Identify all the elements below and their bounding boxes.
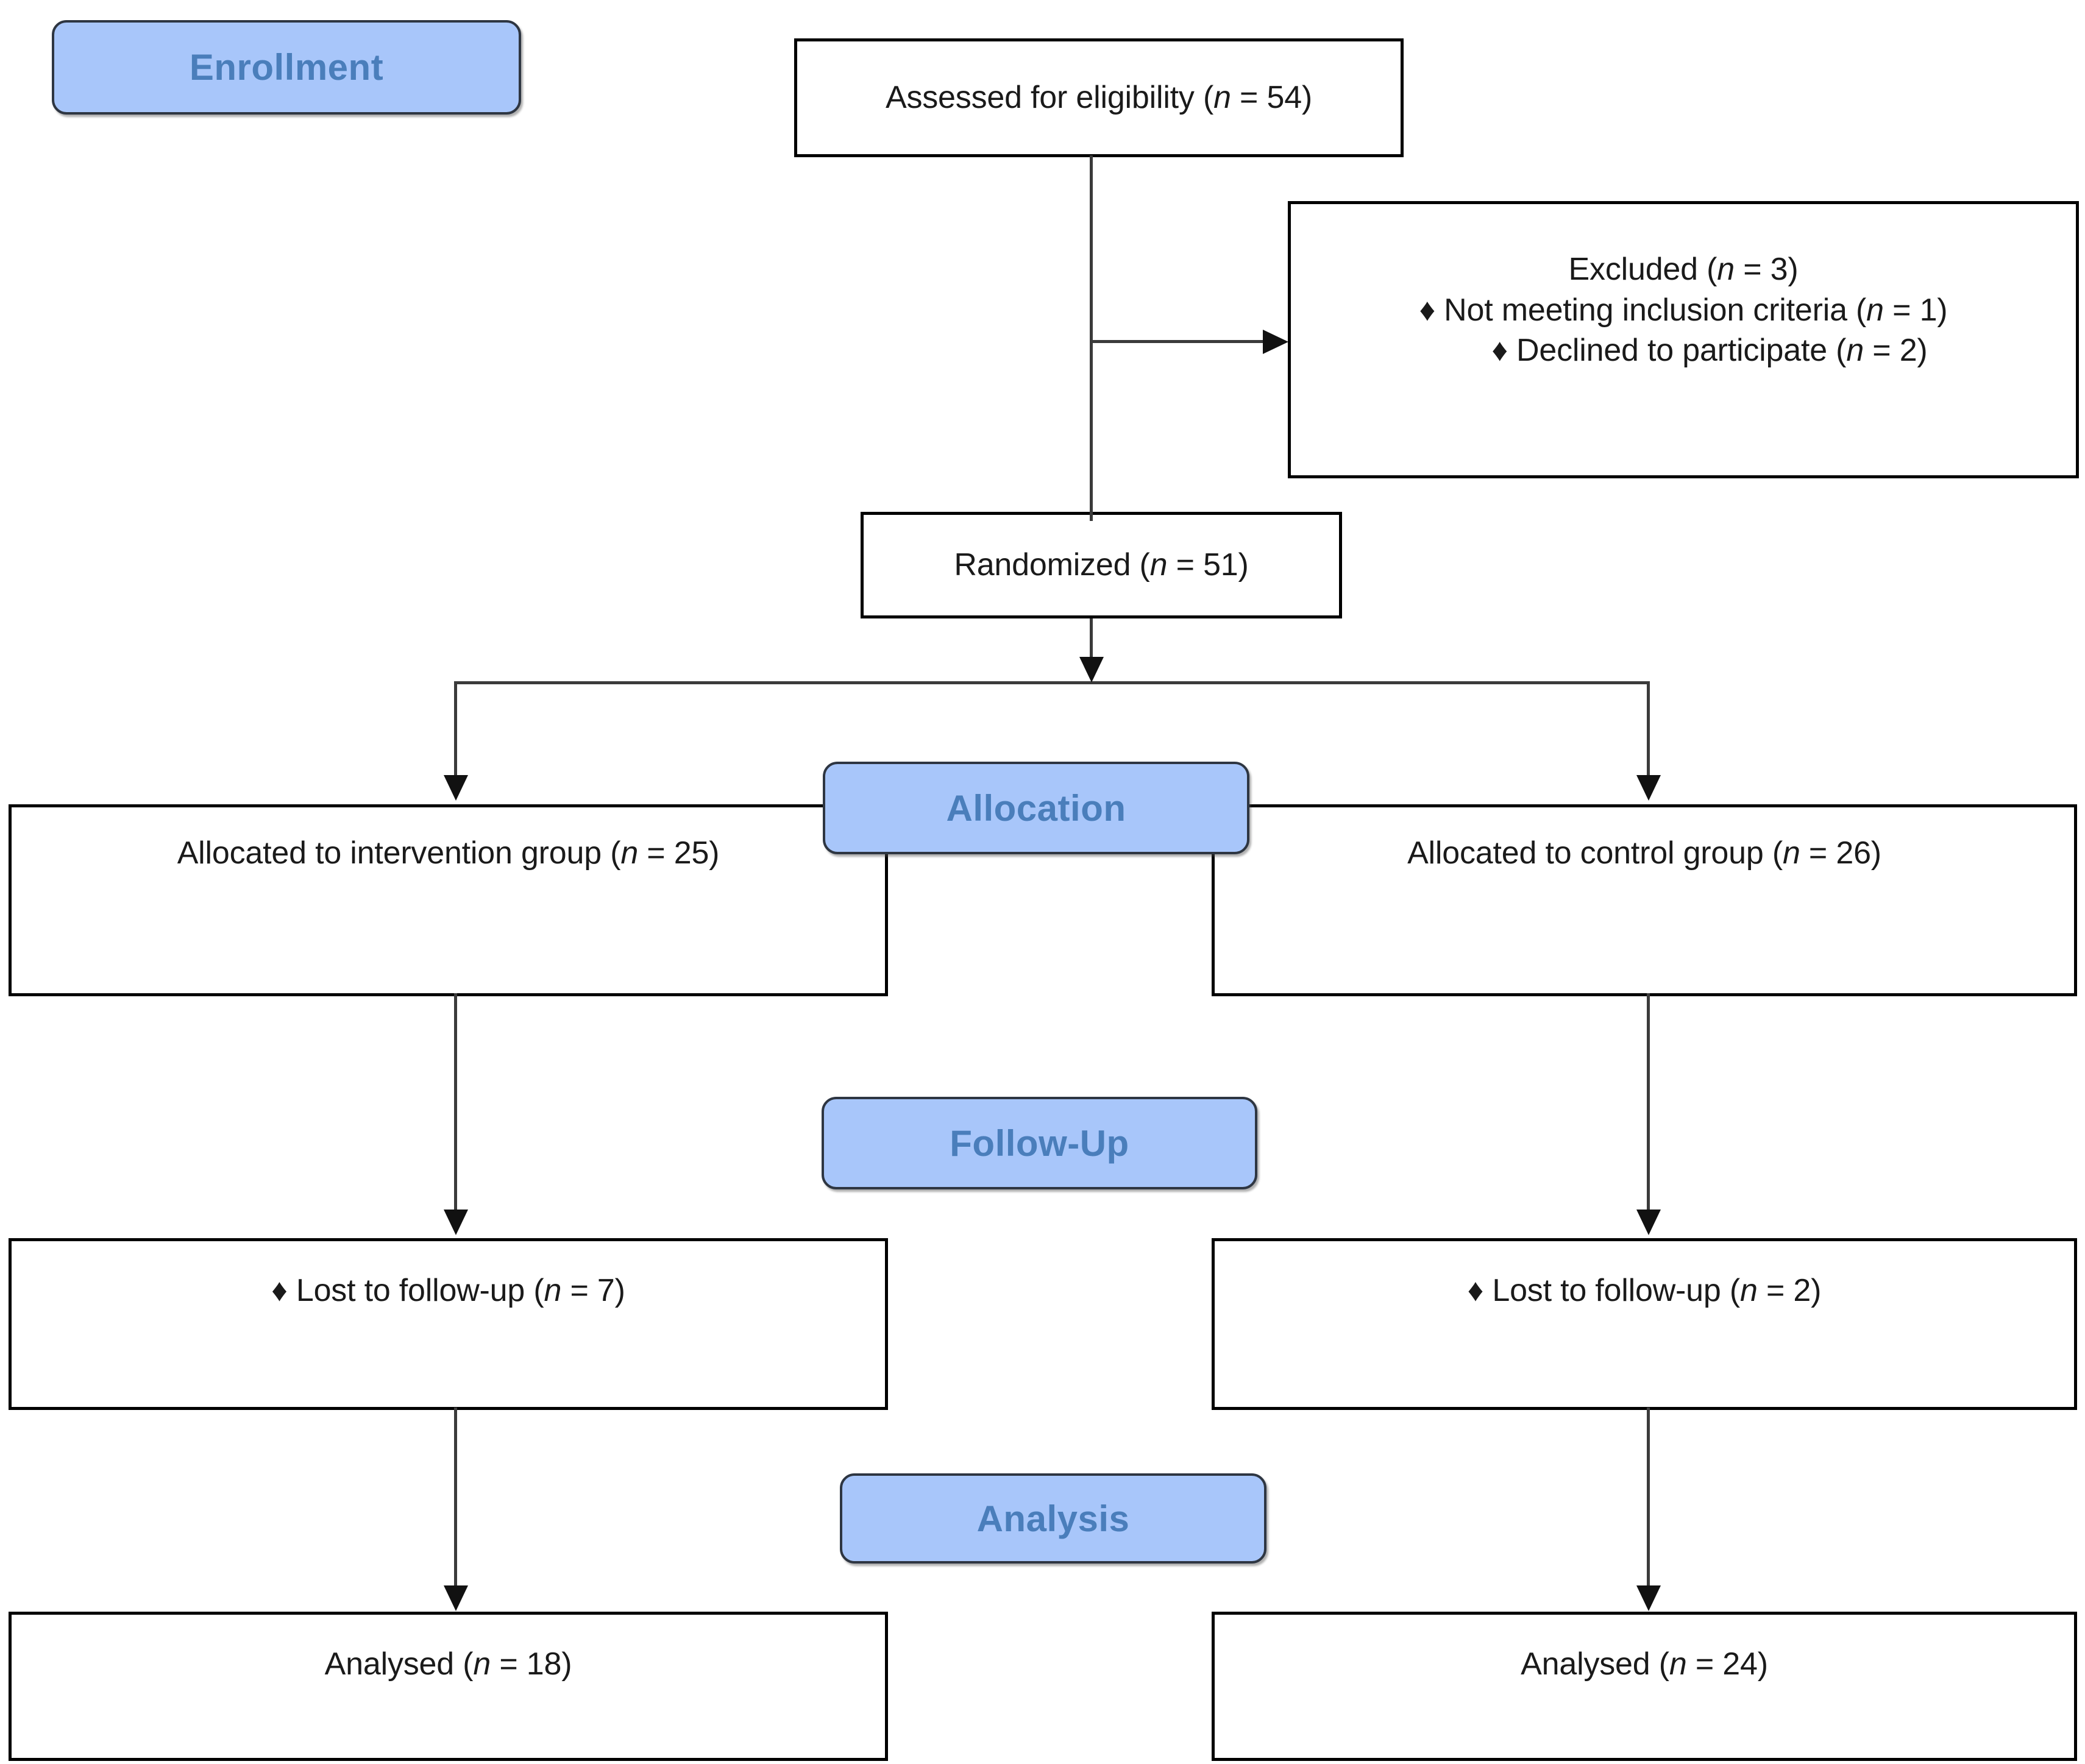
randomized-n-symbol: n bbox=[1149, 547, 1168, 583]
lost-intervention-label: ♦ Lost to follow-up (n = 7) bbox=[271, 1270, 625, 1311]
node-allocated-intervention: Allocated to intervention group (n = 25) bbox=[9, 804, 888, 996]
allocated-control-text-pre: Allocated to control group ( bbox=[1407, 835, 1783, 871]
analysed-control-text-pre: Analysed ( bbox=[1521, 1646, 1669, 1682]
connector-fork-horizontal bbox=[454, 681, 1650, 684]
analysed-intervention-n-symbol: n bbox=[473, 1646, 491, 1682]
arrow-to-lost-intervention bbox=[444, 1210, 468, 1235]
analysed-control-n-symbol: n bbox=[1669, 1646, 1687, 1682]
arrow-to-lost-control bbox=[1636, 1210, 1661, 1235]
analysed-intervention-text-pre: Analysed ( bbox=[324, 1646, 474, 1682]
excluded-reason-1: ♦ Not meeting inclusion criteria (n = 1) bbox=[1419, 290, 1948, 331]
stage-badge-analysis: Analysis bbox=[840, 1473, 1266, 1564]
connector-randomized-down bbox=[1090, 618, 1093, 662]
allocated-intervention-n-symbol: n bbox=[620, 835, 639, 871]
assessed-n-symbol: n bbox=[1213, 80, 1231, 116]
node-analysed-control: Analysed (n = 24) bbox=[1212, 1612, 2077, 1761]
allocated-intervention-text-pre: Allocated to intervention group ( bbox=[177, 835, 621, 871]
connector-to-excluded bbox=[1090, 340, 1265, 343]
arrow-randomized-to-fork bbox=[1079, 657, 1104, 682]
lost-control-label: ♦ Lost to follow-up (n = 2) bbox=[1467, 1270, 1822, 1311]
allocated-intervention-label: Allocated to intervention group (n = 25) bbox=[177, 833, 720, 874]
excluded-title-pre: Excluded ( bbox=[1568, 252, 1717, 287]
node-lost-control: ♦ Lost to follow-up (n = 2) bbox=[1212, 1238, 2077, 1410]
node-analysed-intervention: Analysed (n = 18) bbox=[9, 1612, 888, 1761]
excluded-reason-1-n-symbol: n bbox=[1866, 292, 1884, 328]
stage-badge-analysis-label: Analysis bbox=[976, 1498, 1130, 1539]
lost-intervention-n-symbol: n bbox=[544, 1273, 562, 1308]
analysed-control-text-post: = 24) bbox=[1686, 1646, 1768, 1682]
stage-badge-allocation-label: Allocation bbox=[946, 787, 1126, 829]
connector-lost-intervention-down bbox=[454, 1408, 457, 1589]
arrow-to-excluded bbox=[1263, 330, 1288, 354]
connector-allocated-control-down bbox=[1647, 993, 1650, 1214]
stage-badge-enrollment: Enrollment bbox=[52, 20, 521, 115]
connector-lost-control-down bbox=[1647, 1408, 1650, 1589]
stage-badge-followup: Follow-Up bbox=[822, 1097, 1257, 1189]
lost-intervention-text-post: = 7) bbox=[561, 1273, 625, 1308]
stage-badge-followup-label: Follow-Up bbox=[950, 1122, 1129, 1164]
excluded-reason-2-post: = 2) bbox=[1864, 333, 1928, 369]
allocated-control-label: Allocated to control group (n = 26) bbox=[1407, 833, 1881, 874]
analysed-intervention-label: Analysed (n = 18) bbox=[325, 1644, 572, 1685]
arrow-to-allocated-intervention bbox=[444, 775, 468, 801]
excluded-reason-2-pre: ♦ Declined to participate ( bbox=[1491, 333, 1847, 369]
allocated-control-text-post: = 26) bbox=[1800, 835, 1881, 871]
allocated-intervention-text-post: = 25) bbox=[638, 835, 720, 871]
node-assessed-for-eligibility: Assessed for eligibility (n = 54) bbox=[794, 38, 1404, 157]
node-randomized: Randomized (n = 51) bbox=[861, 512, 1342, 618]
stage-badge-enrollment-label: Enrollment bbox=[189, 47, 384, 88]
stage-badge-allocation: Allocation bbox=[823, 762, 1249, 854]
lost-control-n-symbol: n bbox=[1739, 1273, 1758, 1308]
excluded-reason-1-post: = 1) bbox=[1883, 292, 1948, 328]
randomized-text-pre: Randomized ( bbox=[954, 547, 1150, 583]
assessed-label: Assessed for eligibility (n = 54) bbox=[886, 77, 1312, 118]
arrow-to-allocated-control bbox=[1636, 775, 1661, 801]
node-lost-intervention: ♦ Lost to follow-up (n = 7) bbox=[9, 1238, 888, 1410]
analysed-control-label: Analysed (n = 24) bbox=[1521, 1644, 1768, 1685]
connector-assessed-trunk bbox=[1090, 155, 1093, 521]
connector-fork-left-drop bbox=[454, 681, 457, 780]
excluded-title: Excluded (n = 3) bbox=[1569, 249, 1799, 290]
arrow-to-analysed-intervention bbox=[444, 1585, 468, 1611]
node-allocated-control: Allocated to control group (n = 26) bbox=[1212, 804, 2077, 996]
randomized-text-post: = 51) bbox=[1167, 547, 1249, 583]
lost-control-text-pre: ♦ Lost to follow-up ( bbox=[1467, 1273, 1740, 1308]
lost-intervention-text-pre: ♦ Lost to follow-up ( bbox=[271, 1273, 544, 1308]
excluded-reason-2-n-symbol: n bbox=[1846, 333, 1864, 369]
analysed-intervention-text-post: = 18) bbox=[491, 1646, 572, 1682]
excluded-reason-1-pre: ♦ Not meeting inclusion criteria ( bbox=[1419, 292, 1867, 328]
excluded-title-post: = 3) bbox=[1734, 252, 1799, 287]
connector-allocated-intervention-down bbox=[454, 993, 457, 1214]
randomized-label: Randomized (n = 51) bbox=[954, 545, 1248, 586]
excluded-reason-2: ♦ Declined to participate (n = 2) bbox=[1439, 330, 1927, 371]
assessed-text-post: = 54) bbox=[1231, 80, 1313, 116]
connector-fork-right-drop bbox=[1647, 681, 1650, 780]
excluded-title-n-symbol: n bbox=[1717, 252, 1735, 287]
node-excluded: Excluded (n = 3) ♦ Not meeting inclusion… bbox=[1288, 201, 2079, 478]
lost-control-text-post: = 2) bbox=[1757, 1273, 1822, 1308]
assessed-text-pre: Assessed for eligibility ( bbox=[885, 80, 1214, 116]
allocated-control-n-symbol: n bbox=[1782, 835, 1800, 871]
arrow-to-analysed-control bbox=[1636, 1585, 1661, 1611]
